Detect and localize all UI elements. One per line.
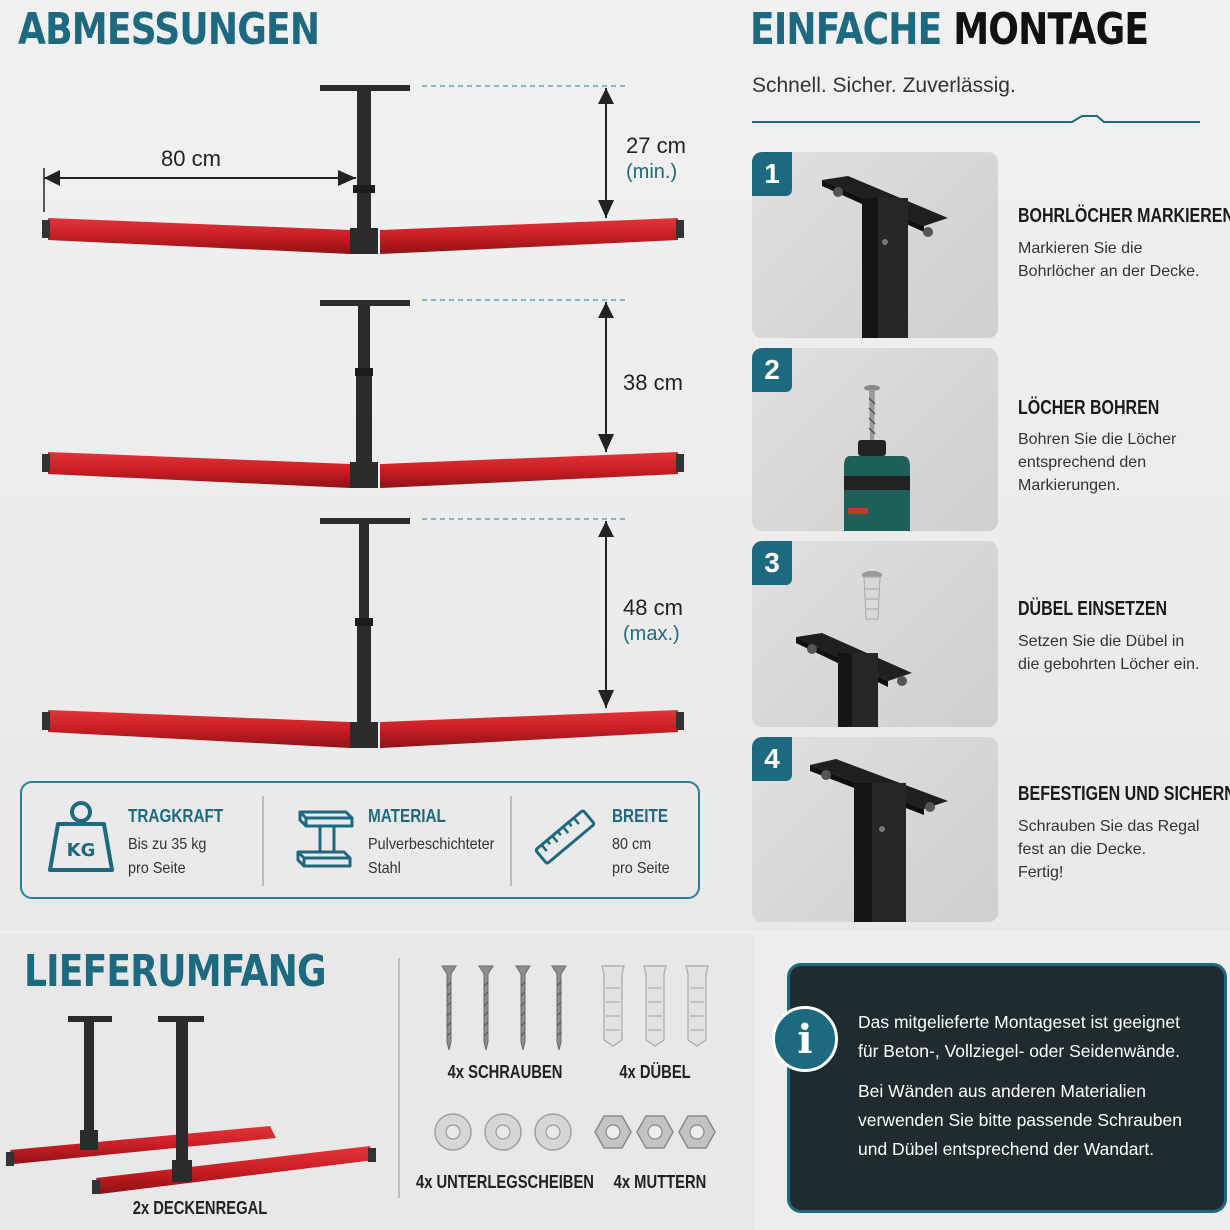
two-racks-illustration	[6, 1016, 376, 1194]
height-min-label: 27 cm	[626, 133, 686, 158]
montage-underline	[752, 115, 1200, 123]
feature-divider	[262, 796, 264, 886]
step-2-text-1: Bohren Sie die Löcher	[1018, 431, 1177, 448]
info-box	[787, 963, 1227, 1213]
steel-beam-icon	[296, 810, 354, 868]
info-text-p1a: Das mitgelieferte Montageset ist geeigne…	[858, 1012, 1180, 1032]
step-4-text-1: Schrauben Sie das Regal	[1018, 818, 1200, 835]
delivery-divider	[398, 958, 400, 1198]
step-3-photo: 3	[752, 541, 998, 727]
feature-text-material-1: Pulverbeschichteter	[368, 836, 495, 853]
info-text-p1b: für Beton-, Vollziegel- oder Seidenwände…	[858, 1041, 1181, 1061]
rack-label: 2x DECKENREGAL	[132, 1198, 268, 1218]
montage-title-a: EINFACHE	[750, 4, 942, 55]
info-text-p2a: Bei Wänden aus anderen Materialien	[858, 1081, 1146, 1101]
montage-subtitle: Schnell. Sicher. Zuverlässig.	[752, 74, 1016, 97]
dowel-illustration	[796, 571, 912, 727]
step-4-title: BEFESTIGEN UND SICHERN	[1018, 783, 1230, 805]
nuts-label: 4x MUTTERN	[613, 1172, 707, 1192]
info-text-p2c: und Dübel entsprechend der Wandart.	[858, 1139, 1155, 1159]
delivery-title: LIEFERUMFANG	[24, 946, 327, 997]
rack-dimension-drawing	[42, 85, 684, 748]
washers-illustration	[434, 1113, 572, 1151]
step-4-number: 4	[752, 737, 792, 781]
montage-title-b: MONTAGE	[953, 4, 1149, 55]
dowels-illustration	[601, 965, 709, 1047]
screws-label: 4x SCHRAUBEN	[447, 1062, 563, 1082]
feature-title-material: MATERIAL	[368, 806, 446, 826]
washers-label: 4x UNTERLEGSCHEIBEN	[416, 1172, 594, 1192]
bracket-mark-illustration	[822, 176, 948, 338]
height-min-sub: (min.)	[626, 161, 678, 183]
dimensions-title: ABMESSUNGEN	[18, 4, 320, 55]
feature-text-width-2: pro Seite	[612, 860, 670, 877]
drill-illustration	[844, 385, 910, 531]
feature-text-capacity-2: pro Seite	[128, 860, 186, 877]
feature-text-width-1: 80 cm	[612, 836, 652, 853]
info-text-p2b: verwenden Sie bitte passende Schrauben	[858, 1110, 1182, 1130]
nuts-illustration	[594, 1115, 716, 1149]
step-1-number: 1	[752, 152, 792, 196]
step-4-text-2: fest an die Decke.	[1018, 841, 1147, 858]
rack-mid	[42, 300, 684, 488]
step-1-title: BOHRLÖCHER MARKIEREN	[1018, 205, 1230, 227]
step-2-number: 2	[752, 348, 792, 392]
feature-title-width: BREITE	[612, 806, 669, 826]
height-max-sub: (max.)	[623, 623, 680, 645]
step-1-text-2: Bohrlöcher an der Decke.	[1018, 263, 1200, 280]
step-2-title: LÖCHER BOHREN	[1018, 397, 1160, 419]
step-3-number: 3	[752, 541, 792, 585]
step-3-text-1: Setzen Sie die Dübel in	[1018, 633, 1185, 650]
height-max-label: 48 cm	[623, 595, 683, 620]
screws-illustration	[441, 965, 567, 1051]
montage-title: EINFACHE MONTAGE	[750, 4, 1149, 55]
features-box	[20, 781, 700, 899]
step-4-text-3: Fertig!	[1018, 864, 1064, 881]
weight-icon-text: KG	[67, 840, 96, 861]
step-2-photo: 2	[752, 348, 998, 531]
info-icon: i	[772, 1006, 838, 1072]
height-mid-label: 38 cm	[623, 370, 683, 395]
rack-min	[42, 85, 684, 254]
step-1-photo: 1	[752, 152, 998, 338]
step-3-text-2: die gebohrten Löcher ein.	[1018, 656, 1200, 673]
step-2-text-3: Markierungen.	[1018, 477, 1121, 494]
step-2-text-2: entsprechend den	[1018, 454, 1147, 471]
step-1-text-1: Markieren Sie die	[1018, 240, 1143, 257]
ruler-icon	[534, 809, 596, 865]
step-4-photo: 4	[752, 737, 998, 922]
width-label: 80 cm	[161, 146, 221, 171]
weight-kg-icon: KG	[48, 801, 114, 872]
dowels-label: 4x DÜBEL	[619, 1062, 691, 1082]
step-3-title: DÜBEL EINSETZEN	[1018, 598, 1168, 620]
rack-max	[42, 518, 684, 748]
feature-text-capacity-1: Bis zu 35 kg	[128, 836, 207, 853]
feature-divider	[510, 796, 512, 886]
mounted-bracket-illustration	[810, 759, 948, 922]
feature-text-material-2: Stahl	[368, 860, 401, 877]
feature-title-capacity: TRAGKRAFT	[128, 806, 224, 826]
